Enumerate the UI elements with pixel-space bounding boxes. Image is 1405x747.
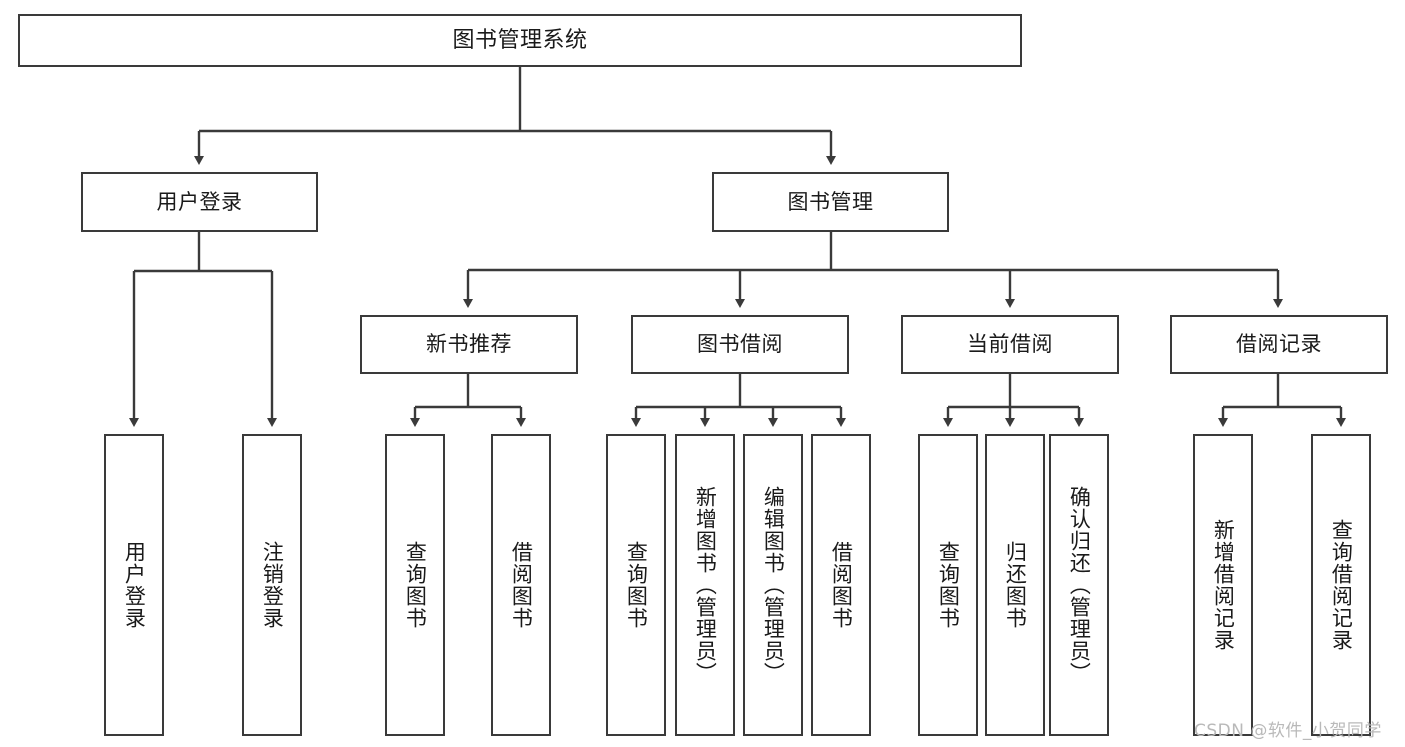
node-label: 用户登录 <box>156 189 243 214</box>
leaf-logout-login[interactable]: 注销登录 <box>242 434 302 736</box>
node-book-borrow[interactable]: 图书借阅 <box>631 315 849 374</box>
node-label: 注销登录 <box>260 541 285 629</box>
node-label: 新增借阅记录 <box>1211 519 1236 651</box>
node-new-book-recommend[interactable]: 新书推荐 <box>360 315 578 374</box>
node-label: 图书管理系统 <box>452 27 588 53</box>
node-label: 查询图书 <box>624 541 649 629</box>
leaf-confirm-return[interactable]: 确认归还（管理员） <box>1049 434 1109 736</box>
node-current-borrow[interactable]: 当前借阅 <box>901 315 1119 374</box>
node-label: 新增图书（管理员） <box>693 486 718 684</box>
node-user-login[interactable]: 用户登录 <box>81 172 318 232</box>
node-label: 查询图书 <box>936 541 961 629</box>
leaf-user-login[interactable]: 用户登录 <box>104 434 164 736</box>
node-label: 查询图书 <box>403 541 428 629</box>
node-label: 当前借阅 <box>967 332 1053 357</box>
node-label: 编辑图书（管理员） <box>761 486 786 684</box>
node-label: 图书管理 <box>787 189 874 214</box>
leaf-return-book[interactable]: 归还图书 <box>985 434 1045 736</box>
node-label: 图书借阅 <box>697 332 783 357</box>
leaf-borrow-book[interactable]: 借阅图书 <box>811 434 871 736</box>
leaf-query-book-current[interactable]: 查询图书 <box>918 434 978 736</box>
leaf-edit-book[interactable]: 编辑图书（管理员） <box>743 434 803 736</box>
leaf-query-book-borrow[interactable]: 查询图书 <box>606 434 666 736</box>
node-label: 借阅记录 <box>1236 332 1322 357</box>
leaf-add-borrow-record[interactable]: 新增借阅记录 <box>1193 434 1253 736</box>
node-book-manage[interactable]: 图书管理 <box>712 172 949 232</box>
node-label: 查询借阅记录 <box>1329 519 1354 651</box>
node-label: 归还图书 <box>1003 541 1028 629</box>
node-label: 确认归还（管理员） <box>1067 486 1092 684</box>
node-label: 借阅图书 <box>509 541 534 629</box>
node-label: 用户登录 <box>122 541 147 629</box>
leaf-add-book[interactable]: 新增图书（管理员） <box>675 434 735 736</box>
leaf-query-borrow-record[interactable]: 查询借阅记录 <box>1311 434 1371 736</box>
node-label: 新书推荐 <box>426 332 512 357</box>
node-label: 借阅图书 <box>829 541 854 629</box>
leaf-query-book-recommend[interactable]: 查询图书 <box>385 434 445 736</box>
node-root-system[interactable]: 图书管理系统 <box>18 14 1022 67</box>
node-borrow-record[interactable]: 借阅记录 <box>1170 315 1388 374</box>
leaf-borrow-book-recommend[interactable]: 借阅图书 <box>491 434 551 736</box>
